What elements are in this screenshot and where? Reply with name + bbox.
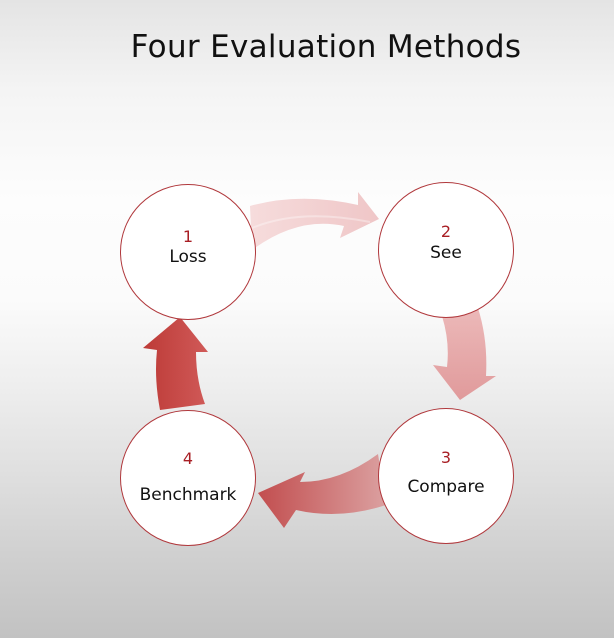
step-label: See xyxy=(430,243,462,263)
step-node-2: 2 See xyxy=(378,182,514,318)
step-label: Loss xyxy=(169,247,207,267)
step-label: Benchmark xyxy=(139,485,237,505)
step-node-1: 1 Loss xyxy=(120,184,256,320)
step-node-3: 3 Compare xyxy=(378,408,514,544)
step-node-4: 4 Benchmark xyxy=(120,410,256,546)
slide-title: Four Evaluation Methods xyxy=(130,29,522,65)
arrow-2-to-3-icon xyxy=(433,308,496,400)
arrow-1-to-2-icon xyxy=(250,192,379,250)
arrow-3-to-4-icon xyxy=(258,454,386,528)
step-number: 4 xyxy=(182,449,194,468)
step-number: 3 xyxy=(440,448,452,467)
arrow-4-to-1-icon xyxy=(143,317,208,410)
step-label: Compare xyxy=(407,477,485,497)
step-number: 1 xyxy=(182,227,194,246)
step-number: 2 xyxy=(440,222,452,241)
